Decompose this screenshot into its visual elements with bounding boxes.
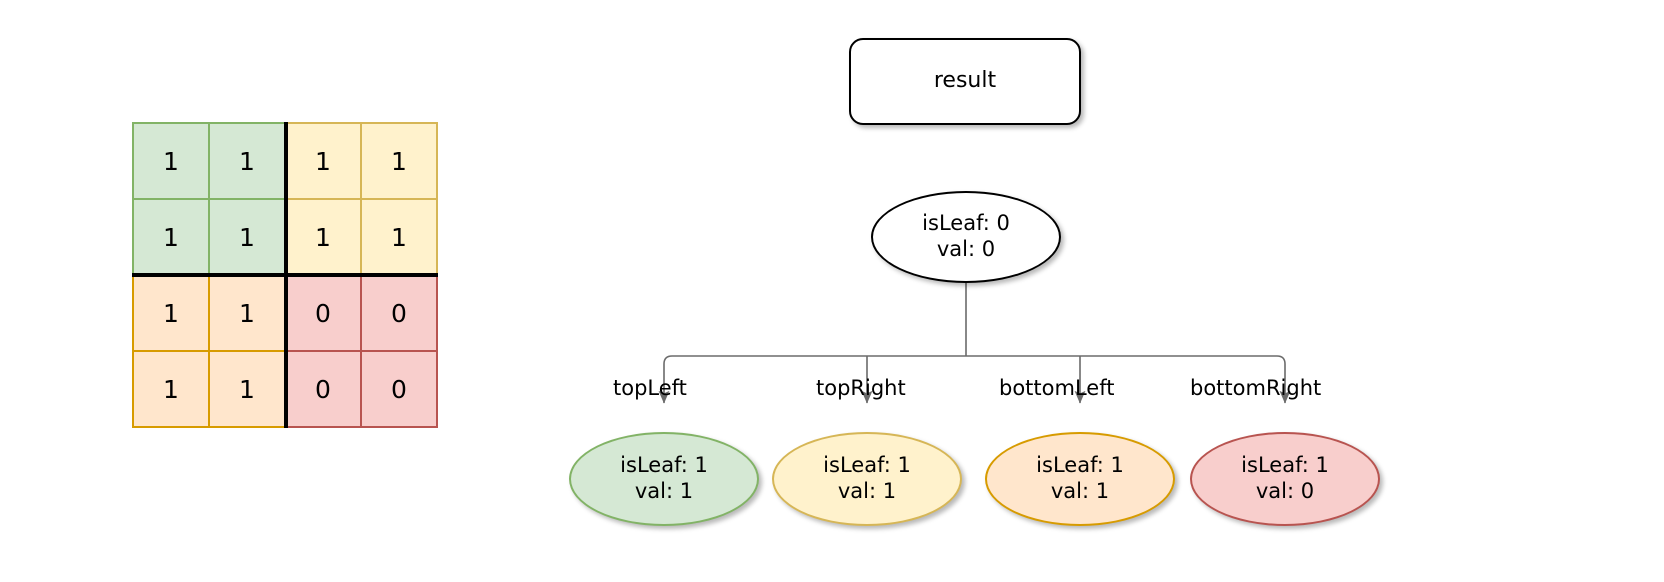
matrix-cell: 1 xyxy=(132,122,210,200)
matrix-cell: 1 xyxy=(208,122,286,200)
matrix-cell: 1 xyxy=(132,198,210,276)
leaf-isleaf-text: isLeaf: 1 xyxy=(1241,453,1329,478)
matrix-cell: 1 xyxy=(132,274,210,352)
result-box[interactable]: result xyxy=(849,38,1081,125)
matrix-cell: 1 xyxy=(360,122,438,200)
matrix-cell: 1 xyxy=(284,122,362,200)
tree-node-bottomleft[interactable]: isLeaf: 1 val: 1 xyxy=(985,432,1175,526)
tree-node-bottomright[interactable]: isLeaf: 1 val: 0 xyxy=(1190,432,1380,526)
matrix-cell: 1 xyxy=(132,350,210,428)
matrix-cell: 0 xyxy=(284,350,362,428)
matrix-cell: 1 xyxy=(208,274,286,352)
tree-node-topright[interactable]: isLeaf: 1 val: 1 xyxy=(772,432,962,526)
leaf-val-text: val: 1 xyxy=(634,479,694,503)
leaf-val-text: val: 1 xyxy=(837,479,897,503)
matrix-cell: 0 xyxy=(360,274,438,352)
edge-label-topleft: topLeft xyxy=(613,376,687,400)
edge-label-topright: topRight xyxy=(816,376,906,400)
leaf-val-text: val: 1 xyxy=(1050,479,1110,503)
leaf-isleaf-text: isLeaf: 1 xyxy=(620,453,708,478)
tree-node-topleft[interactable]: isLeaf: 1 val: 1 xyxy=(569,432,759,526)
matrix-cell: 1 xyxy=(360,198,438,276)
tree-node-root[interactable]: isLeaf: 0 val: 0 xyxy=(871,191,1061,283)
edge-label-bottomright: bottomRight xyxy=(1190,376,1322,400)
root-val-text: val: 0 xyxy=(936,237,996,261)
root-isleaf-text: isLeaf: 0 xyxy=(922,211,1010,236)
matrix-cell: 0 xyxy=(360,350,438,428)
matrix-cell: 1 xyxy=(284,198,362,276)
matrix-cell: 1 xyxy=(208,350,286,428)
edge-label-bottomleft: bottomLeft xyxy=(999,376,1115,400)
matrix-cell: 0 xyxy=(284,274,362,352)
matrix-cell: 1 xyxy=(208,198,286,276)
quadrant-divider-horizontal xyxy=(132,273,438,277)
leaf-isleaf-text: isLeaf: 1 xyxy=(1036,453,1124,478)
leaf-val-text: val: 0 xyxy=(1255,479,1315,503)
result-label: result xyxy=(933,68,997,94)
matrix-grid: 1 1 1 1 1 1 1 1 1 1 0 0 1 1 0 0 xyxy=(132,122,438,428)
leaf-isleaf-text: isLeaf: 1 xyxy=(823,453,911,478)
